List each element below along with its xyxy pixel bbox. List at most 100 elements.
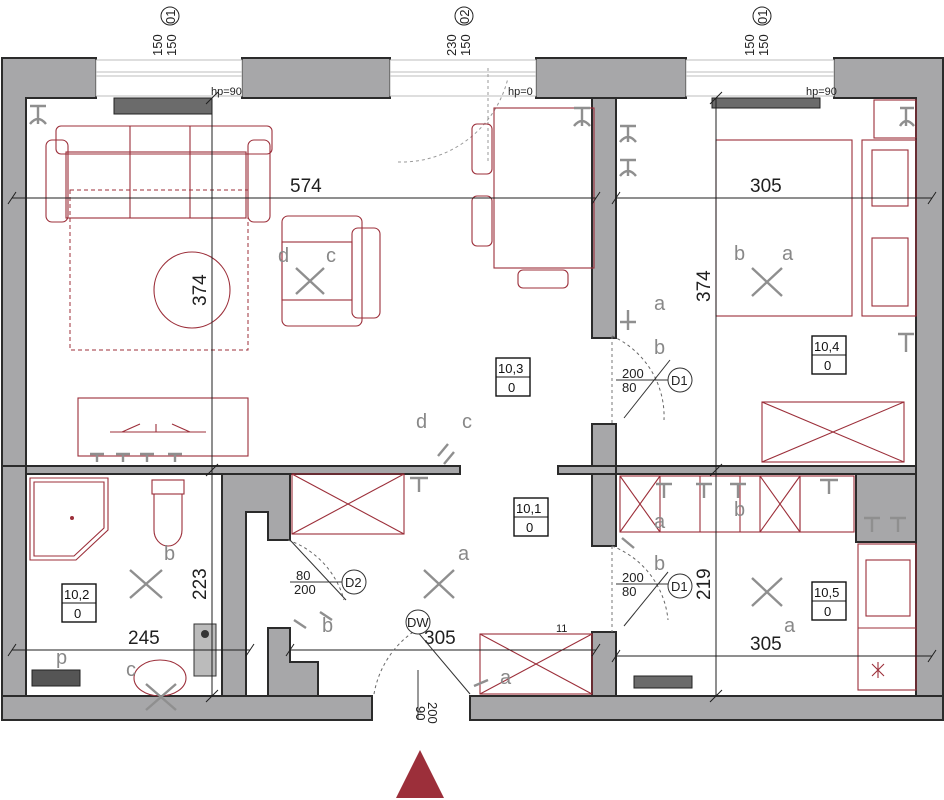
room-hall-area: 10,1 bbox=[516, 501, 541, 516]
dim-living-width: 574 bbox=[290, 176, 322, 197]
socket-icon bbox=[898, 106, 915, 127]
window-left-id: 01 bbox=[163, 10, 178, 24]
letter-c: c bbox=[462, 411, 472, 433]
cross-marker-icon bbox=[423, 569, 455, 599]
socket-icon bbox=[620, 310, 636, 330]
bed bbox=[715, 139, 853, 317]
dimension-lines bbox=[7, 91, 937, 703]
kitchen-furniture bbox=[619, 475, 917, 691]
dim-bath-depth: 223 bbox=[190, 568, 211, 600]
socket-icon bbox=[437, 443, 455, 465]
wall-right-step bbox=[855, 473, 917, 543]
socket-icon bbox=[619, 158, 637, 177]
cross-marker-icon bbox=[751, 577, 783, 607]
letter-a: a bbox=[654, 293, 666, 315]
window-mid-id: 02 bbox=[457, 10, 472, 24]
room-bedroom-area: 10,4 bbox=[814, 339, 839, 354]
sink bbox=[133, 659, 187, 697]
window-right-sill: 150 bbox=[742, 34, 757, 56]
cross-marker-icon bbox=[751, 267, 783, 297]
door-bath-id: D2 bbox=[345, 575, 362, 590]
door-bath-height: 80 bbox=[296, 568, 310, 583]
bathroom-fixtures: p bbox=[29, 477, 217, 697]
room-tag-hall: 10,1 0 bbox=[513, 497, 549, 537]
window-left-sill: 150 bbox=[150, 34, 165, 56]
door-bedroom-width: 80 bbox=[622, 380, 636, 395]
wall-center-mid bbox=[591, 423, 617, 467]
radiator-right-label: hp=90 bbox=[806, 86, 837, 98]
window-right-height: 150 bbox=[756, 34, 771, 56]
hall-wardrobe bbox=[479, 633, 593, 695]
letter-b: b bbox=[654, 337, 665, 359]
radiator-kitchen bbox=[633, 675, 693, 689]
letter-a: a bbox=[654, 511, 666, 533]
room-bedroom-floor: 0 bbox=[824, 358, 831, 373]
dimension-texts: 574 305 374 374 223 219 245 305 305 bbox=[128, 176, 782, 655]
living-furniture bbox=[45, 125, 381, 457]
window-middle bbox=[389, 59, 537, 97]
room-kitchen-floor: 0 bbox=[824, 604, 831, 619]
door-entrance-id: DW bbox=[407, 615, 429, 630]
cross-marker-icon bbox=[129, 569, 163, 599]
shower bbox=[29, 477, 109, 561]
wall-top-mid1 bbox=[241, 57, 391, 99]
shelf bbox=[873, 99, 917, 139]
room-tag-living: 10,3 0 bbox=[495, 357, 531, 397]
letter-b: b bbox=[734, 499, 745, 521]
door-kitchen-width: 80 bbox=[622, 584, 636, 599]
socket-icon bbox=[293, 611, 333, 629]
letter-b: b bbox=[164, 543, 175, 565]
letter-d: d bbox=[278, 245, 289, 267]
sofa-arm-right bbox=[247, 139, 271, 223]
kitchen-counter bbox=[857, 543, 917, 691]
room-bath-floor: 0 bbox=[74, 606, 81, 621]
socket-icon bbox=[573, 106, 591, 127]
desk bbox=[761, 401, 905, 463]
letter-a: a bbox=[784, 615, 796, 637]
cross-marker-icon bbox=[295, 267, 325, 295]
north-arrow-icon bbox=[396, 750, 444, 798]
tv bbox=[110, 423, 206, 433]
letter-c: c bbox=[326, 245, 336, 267]
door-entrance-width: 90 bbox=[413, 706, 428, 720]
socket-icon bbox=[864, 516, 906, 532]
stove bbox=[871, 662, 885, 678]
toilet bbox=[153, 494, 183, 547]
bedroom-furniture bbox=[715, 99, 917, 463]
socket-icon bbox=[29, 104, 47, 125]
wall-center-lower bbox=[591, 473, 617, 547]
dim-bedroom-width: 305 bbox=[750, 176, 782, 197]
cross-markers bbox=[129, 267, 783, 711]
window-mid-height: 150 bbox=[458, 34, 473, 56]
door-bath-width: 200 bbox=[294, 582, 316, 597]
letter-b: b bbox=[322, 615, 333, 637]
room-tags: 10,3 0 10,4 0 10,1 0 10,2 0 10,5 0 bbox=[61, 335, 847, 623]
window-labels: 150 150 01 230 150 02 150 150 01 bbox=[150, 6, 772, 56]
dim-kitchen-depth: 219 bbox=[694, 568, 715, 600]
radiator-door-label: hp=0 bbox=[508, 86, 533, 98]
wall-left-lower bbox=[1, 465, 27, 697]
sofa-seat bbox=[65, 151, 247, 219]
window-left bbox=[95, 59, 243, 97]
wall-center-upper bbox=[591, 97, 617, 339]
room-bath-area: 10,2 bbox=[64, 587, 89, 602]
toilet-tank bbox=[151, 479, 185, 495]
dining-table bbox=[493, 107, 595, 269]
wardrobe bbox=[861, 139, 917, 317]
dim-hall-width: 305 bbox=[424, 628, 456, 649]
radiator-right bbox=[711, 97, 821, 109]
wall-top-mid2 bbox=[535, 57, 687, 99]
dim-bedroom-depth: 374 bbox=[694, 270, 715, 302]
window-mid-sill: 230 bbox=[444, 34, 459, 56]
tv-unit bbox=[77, 397, 249, 457]
letter-a: a bbox=[458, 543, 470, 565]
wall-center-stub bbox=[557, 465, 617, 475]
wall-center-bottom bbox=[591, 631, 617, 697]
letter-d: d bbox=[416, 411, 427, 433]
wall-kitchen-top bbox=[615, 465, 917, 475]
wall-hall-step bbox=[267, 627, 319, 697]
door-entrance-height: 200 bbox=[425, 702, 440, 724]
sofa-arm-left bbox=[45, 139, 69, 223]
door-bedroom-id: D1 bbox=[671, 373, 688, 388]
